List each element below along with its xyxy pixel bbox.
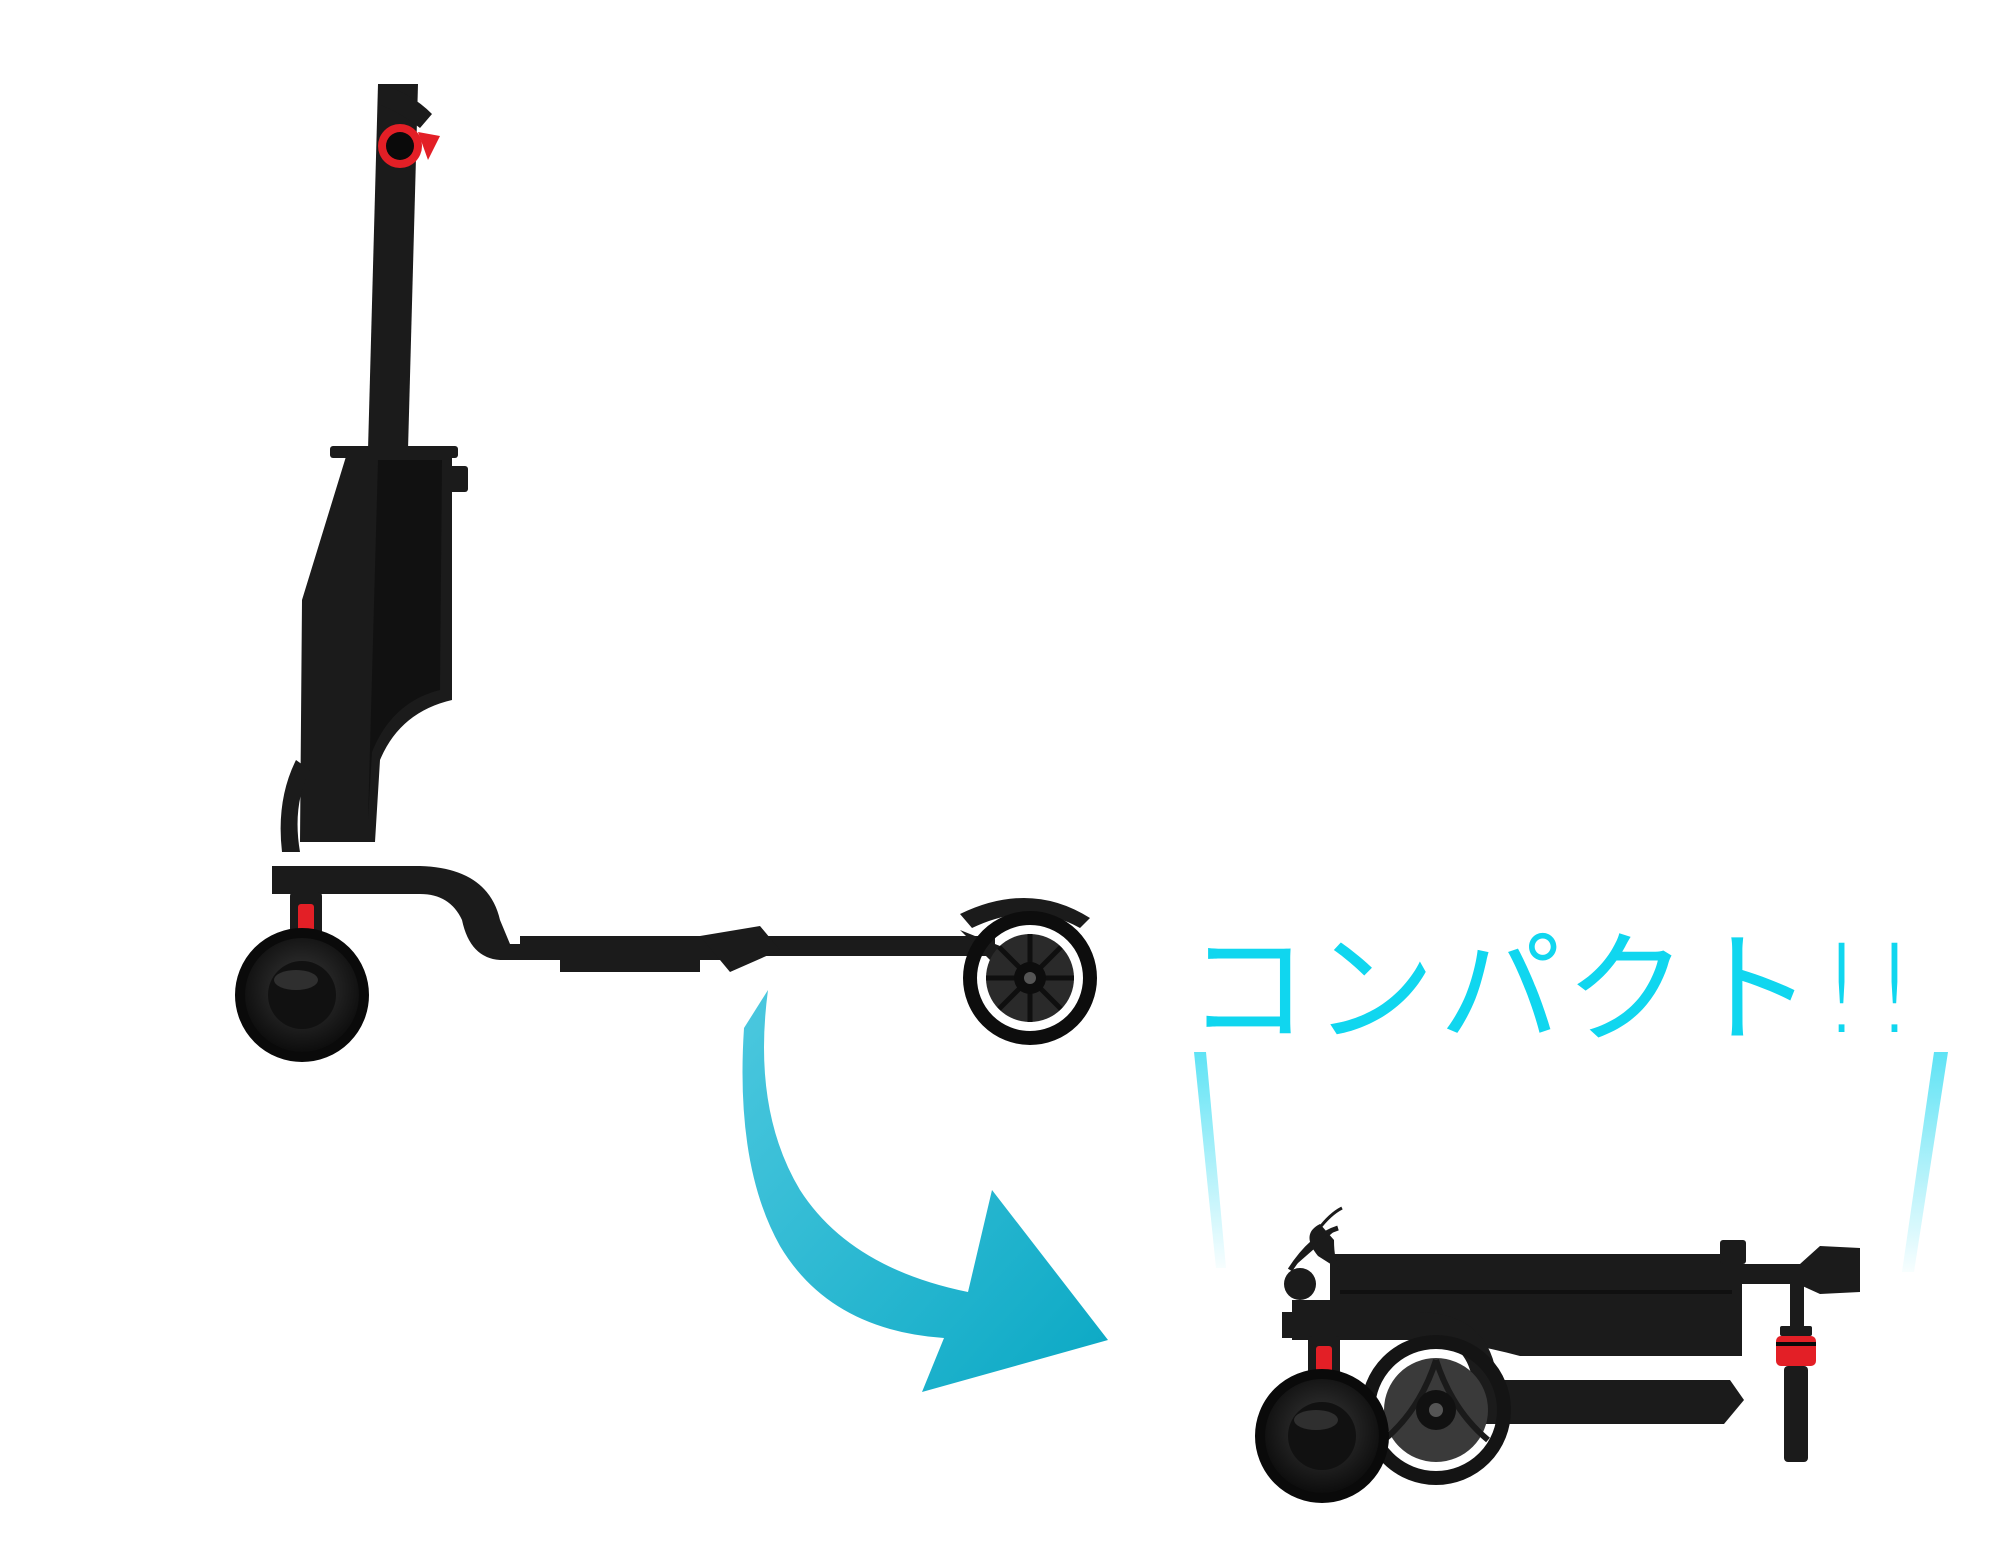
folded-rear-wheel-icon [1361,1335,1511,1485]
front-wheel-icon [235,928,369,1062]
highlight-line-right [1902,1052,1948,1272]
compact-headline: コンパクト!! [1187,919,1923,1061]
folded-scooter [1255,1206,1860,1503]
highlight-line-left [1194,1052,1226,1268]
folded-front-wheel-icon [1255,1369,1389,1503]
rear-wheel-icon [963,911,1097,1045]
unfolded-scooter [235,84,1097,1062]
curved-arrow-icon [742,990,1108,1392]
handlebar-grip-icon [378,124,440,168]
highlight-lines [1194,1052,1948,1272]
